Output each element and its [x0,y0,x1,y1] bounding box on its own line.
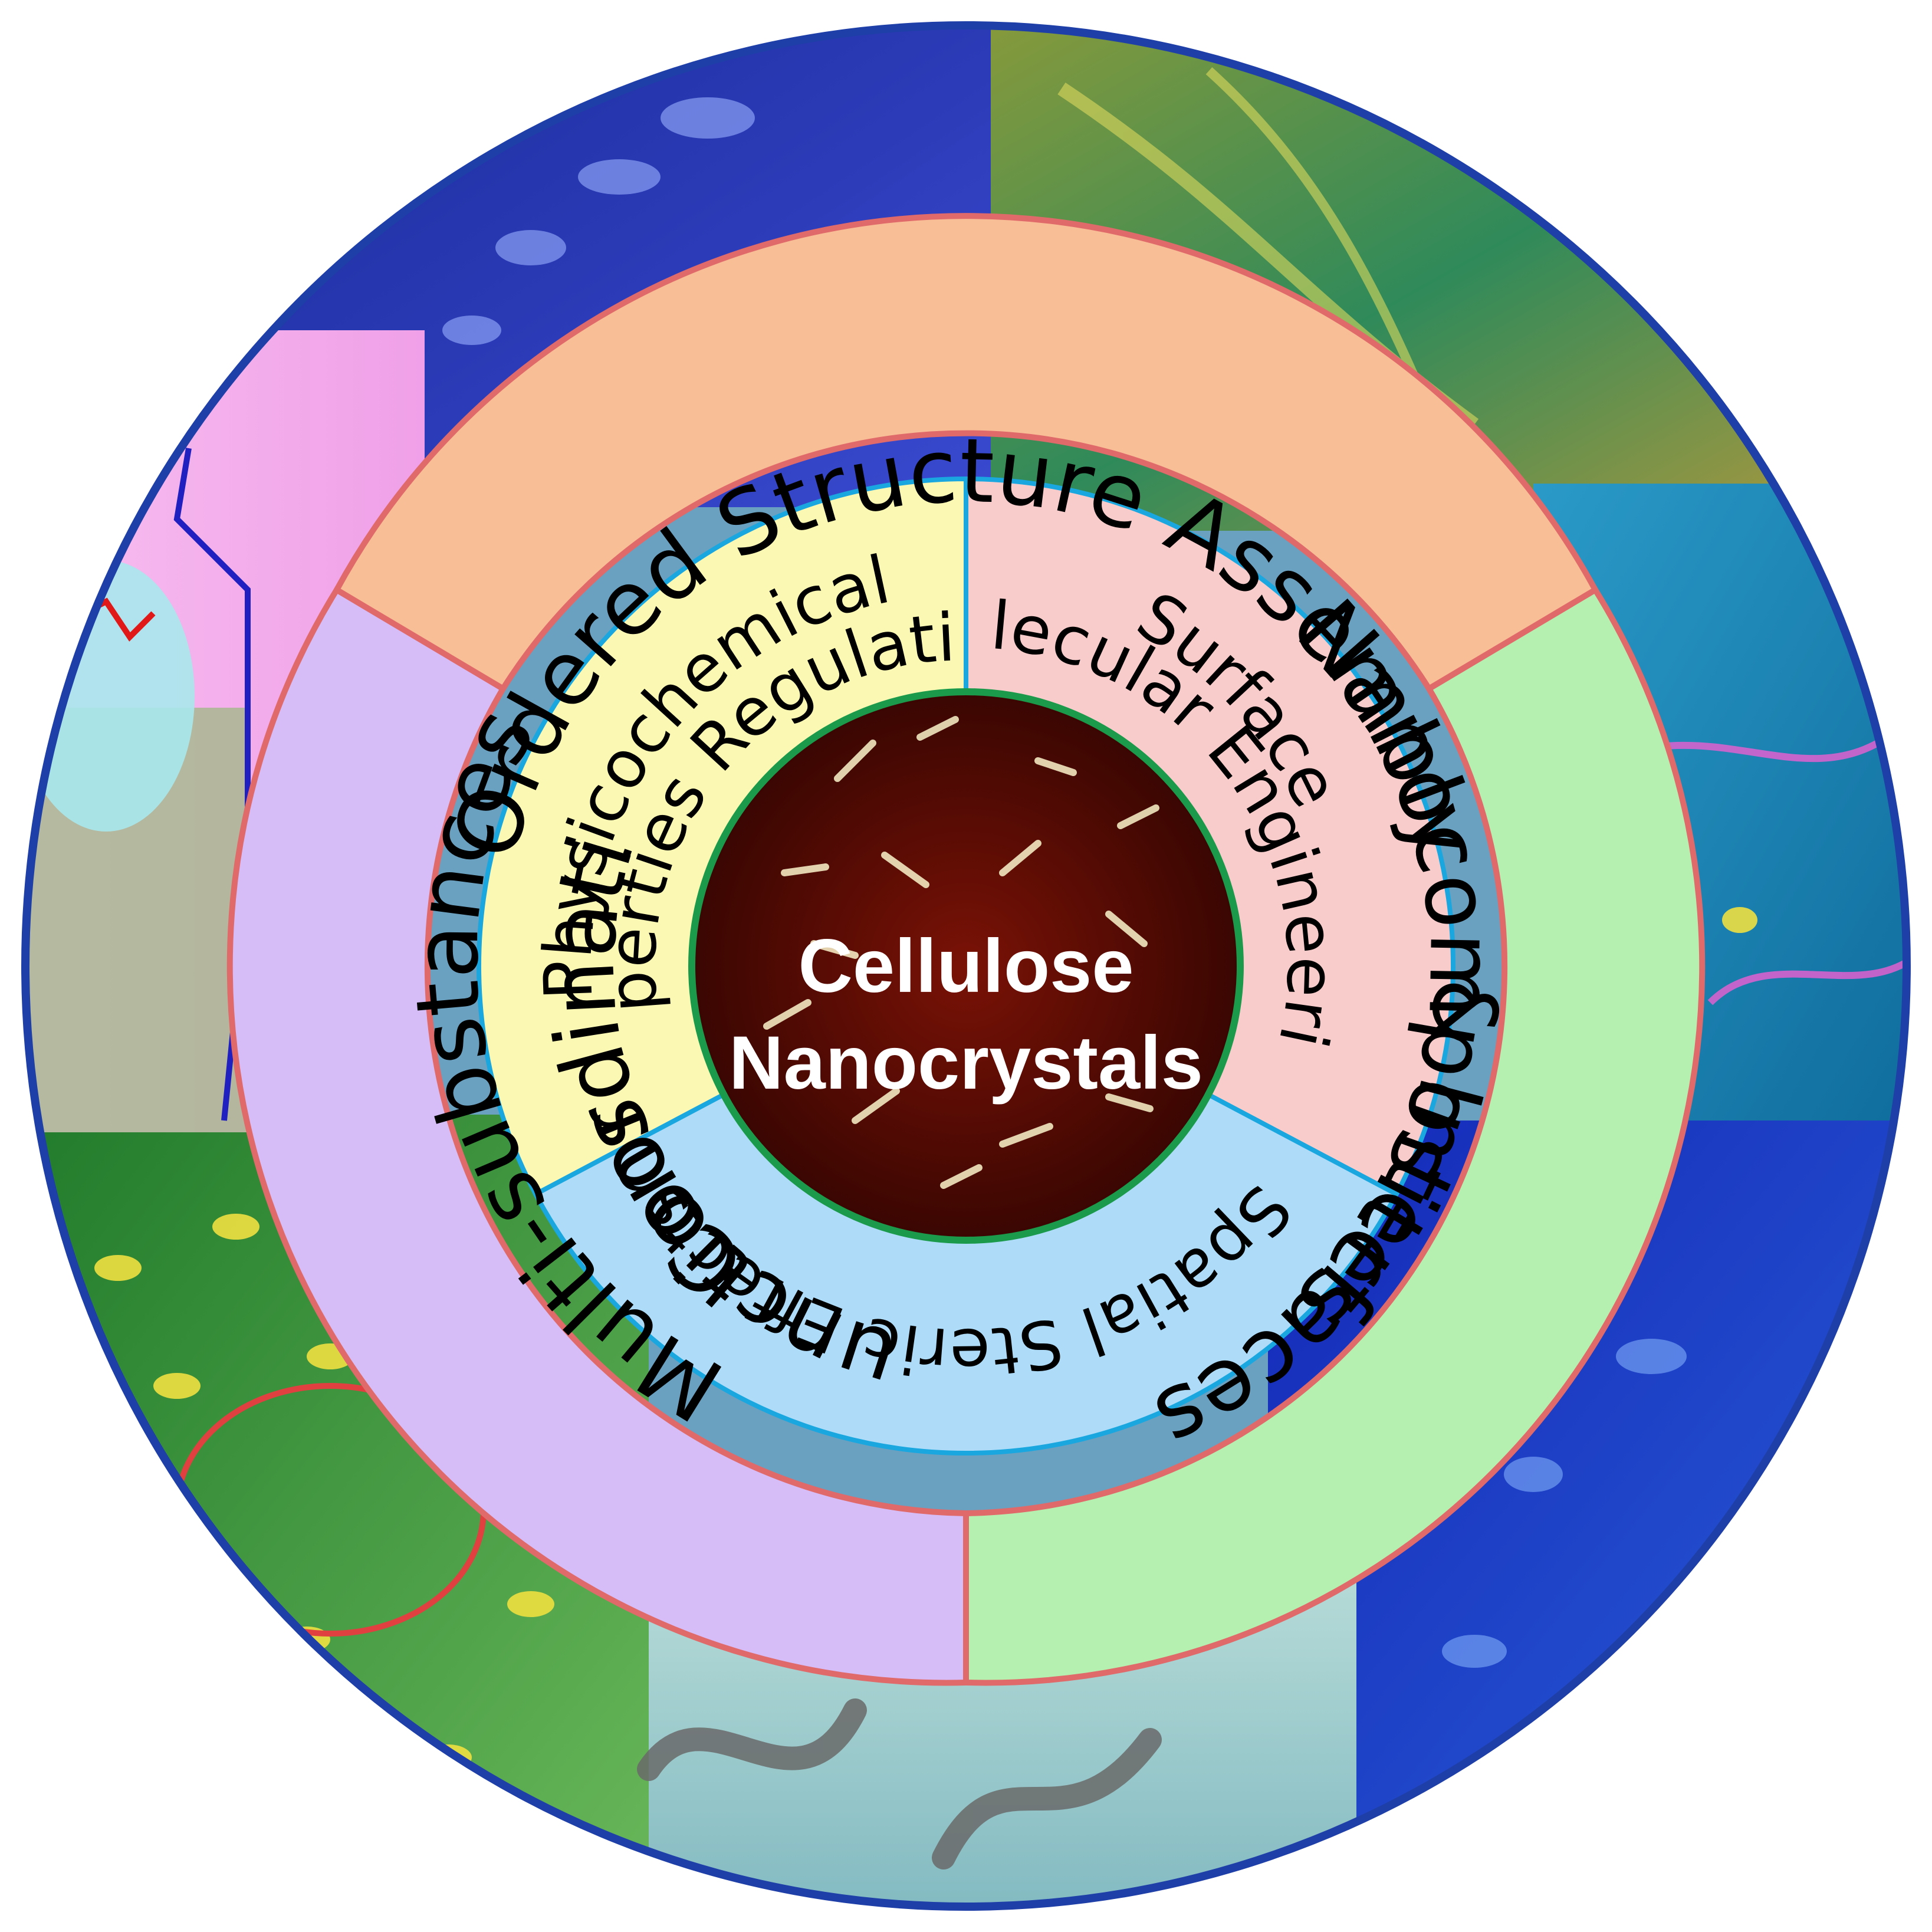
center-title-line2: Nanocrystals [729,1021,1203,1105]
center-afm-image [692,692,1240,1240]
center-green-border [688,688,1244,1244]
outer-blue-border [21,21,1911,1911]
center-title-line1: Cellulose [798,924,1133,1008]
outer-sector-top [333,213,1599,693]
outer-sector-right [963,586,1706,1686]
outer-sector-left [226,586,969,1686]
